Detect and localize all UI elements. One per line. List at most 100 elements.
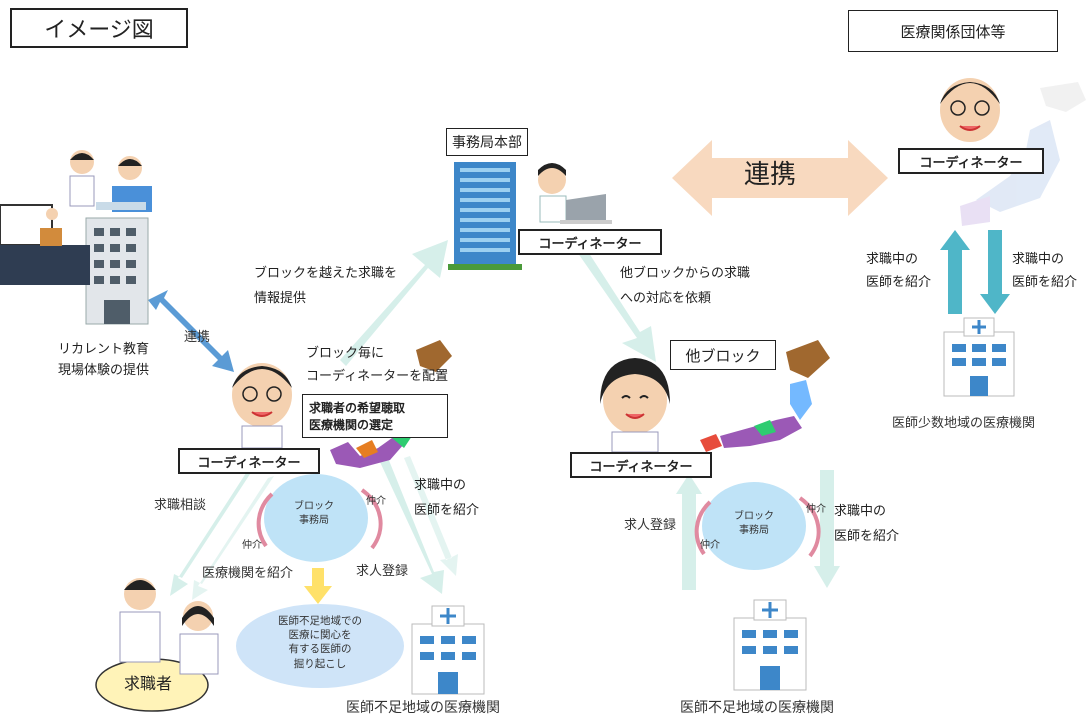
up-arrow-shaft — [948, 248, 962, 314]
japan-map-left-icon — [330, 340, 452, 468]
doctors-patient-icon — [69, 150, 152, 212]
hospital-right-block-icon — [733, 599, 807, 691]
other-block-request-text: 他ブロックからの求職 への対応を依頼 — [620, 262, 750, 311]
cross-block-line1: ブロックを越えた求職を — [254, 266, 398, 281]
org-label: 医療関係団体等 — [900, 22, 1006, 41]
left-intro-docs-line2: 医師を紹介 — [414, 502, 480, 518]
arrow-to-headquarters — [340, 240, 448, 366]
assign-line2: コーディネーターを配置 — [306, 369, 449, 385]
right-coordinator-box: コーディネーター — [570, 452, 712, 478]
right-coordinator-face-icon — [600, 358, 670, 453]
renkei-double-arrow — [672, 140, 888, 216]
headquarters-building-icon — [448, 162, 522, 270]
discover-line2: 医療に関心を — [288, 629, 352, 642]
seeker-doctors-icon — [119, 578, 219, 675]
left-circle-line1: ブロック — [294, 501, 334, 512]
hq-coordinator-box: コーディネーター — [518, 229, 662, 255]
right-circle-text: ブロック 事務局 — [734, 510, 774, 538]
far-right-up-text: 求職中の 医師を紹介 — [866, 248, 931, 295]
headquarters-box: 事務局本部 — [446, 128, 528, 156]
far-right-down-text: 求職中の 医師を紹介 — [1012, 248, 1077, 295]
left-block-circle — [264, 474, 368, 562]
far-right-down-line1: 求職中の — [1012, 252, 1065, 267]
arrow-up-left-block — [404, 456, 458, 576]
discover-line4: 掘り起こし — [293, 657, 347, 670]
yellow-arrow-shaft — [312, 568, 324, 588]
headquarters-label: 事務局本部 — [452, 135, 522, 151]
left-circle-line2: 事務局 — [299, 515, 329, 526]
arrow-down-left-block — [380, 458, 444, 594]
far-right-hospital-label: 医師少数地域の医療機関 — [892, 416, 1036, 431]
org-coordinator-label: コーディネーター — [919, 155, 1023, 171]
far-right-down-line2: 医師を紹介 — [1012, 275, 1078, 291]
right-recruit-label: 求人登録 — [624, 518, 677, 533]
arrow-down-right-block-head — [814, 566, 840, 588]
left-recruit-label: 求人登録 — [356, 564, 409, 579]
right-hospital-label: 医師不足地域の医療機関 — [680, 700, 834, 716]
org-coordinator-box: コーディネーター — [898, 148, 1044, 174]
hospital-left-block-icon — [411, 605, 485, 695]
right-coordinator-label: コーディネーター — [589, 459, 693, 475]
arrow-intro-med — [192, 476, 274, 600]
discover-line1: 医師不足地域での — [278, 615, 362, 627]
left-callout-line2: 医療機関の選定 — [309, 418, 394, 432]
right-mediate1-label: 仲介 — [806, 504, 826, 515]
arrow-up-right-block-shaft — [682, 490, 696, 590]
left-mediate1-label: 仲介 — [366, 496, 386, 507]
retraining-line2: 現場体験の提供 — [58, 362, 150, 378]
left-mediate2-label: 仲介 — [242, 540, 262, 551]
left-intro-docs-line1: 求職中の — [414, 478, 467, 493]
other-block-request-line2: への対応を依頼 — [620, 290, 712, 306]
cross-block-text: ブロックを越えた求職を 情報提供 — [254, 262, 397, 311]
retraining-hospital-icon — [85, 217, 149, 325]
hospital-far-right-icon — [943, 317, 1015, 397]
title-label: イメージ図 — [44, 18, 154, 43]
retraining-text: リカレント教育 現場体験の提供 — [58, 340, 149, 382]
left-circle-text: ブロック 事務局 — [294, 500, 334, 528]
yellow-arrow-head — [304, 586, 332, 604]
hq-coordinator-figure-icon — [538, 163, 612, 224]
discovery-oval — [236, 604, 404, 688]
title-box: イメージ図 — [10, 8, 188, 48]
arrow-down-right-block-shaft — [820, 470, 834, 570]
up-arrow-head — [940, 230, 970, 250]
assign-text: ブロック毎に コーディネーターを配置 — [306, 342, 448, 389]
left-intro-med-label: 医療機関を紹介 — [202, 566, 294, 581]
far-right-up-line2: 医師を紹介 — [866, 275, 932, 291]
right-mediate2-label: 仲介 — [700, 540, 720, 551]
left-callout-line1: 求職者の希望聴取 — [309, 401, 406, 415]
left-intro-docs-text: 求職中の 医師を紹介 — [414, 474, 479, 523]
right-circle-line1: ブロック — [734, 511, 774, 522]
arrow-consult — [170, 468, 254, 596]
far-right-up-line1: 求職中の — [866, 252, 919, 267]
arrow-to-other-block — [566, 230, 656, 362]
blue-double-arrow — [148, 290, 234, 372]
left-coordinator-box: コーディネーター — [178, 448, 320, 474]
training-room-icon — [0, 204, 90, 285]
renkei-big-label: 連携 — [744, 160, 797, 190]
japan-map-right-icon — [700, 340, 830, 452]
left-coordinator-label: コーディネーター — [197, 455, 301, 471]
right-intro-docs-line1: 求職中の — [834, 504, 887, 519]
down-arrow-head — [980, 294, 1010, 314]
renkei-small-label: 連携 — [184, 330, 211, 345]
retraining-line1: リカレント教育 — [58, 342, 150, 357]
org-coordinator-face-icon — [940, 78, 1000, 142]
right-block-circle — [702, 482, 806, 570]
other-block-box: 他ブロック — [670, 340, 776, 370]
left-coordinator-face-icon — [232, 363, 292, 449]
other-block-request-line1: 他ブロックからの求職 — [620, 266, 751, 281]
seeker-label: 求職者 — [124, 674, 173, 693]
other-block-label: 他ブロック — [685, 346, 761, 365]
down-arrow-shaft — [988, 230, 1002, 296]
left-callout-box: 求職者の希望聴取 医療機関の選定 — [302, 394, 448, 438]
discover-text: 医師不足地域での 医療に関心を 有する医師の 掘り起こし — [270, 614, 370, 671]
right-intro-docs-line2: 医師を紹介 — [834, 528, 900, 544]
arrow-up-right-block-head — [676, 474, 702, 494]
hq-coordinator-label: コーディネーター — [538, 236, 642, 252]
left-hospital-label: 医師不足地域の医療機関 — [346, 700, 500, 716]
right-circle-line2: 事務局 — [739, 525, 769, 536]
right-intro-docs-text: 求職中の 医師を紹介 — [834, 500, 899, 549]
assign-line1: ブロック毎に — [306, 346, 385, 361]
